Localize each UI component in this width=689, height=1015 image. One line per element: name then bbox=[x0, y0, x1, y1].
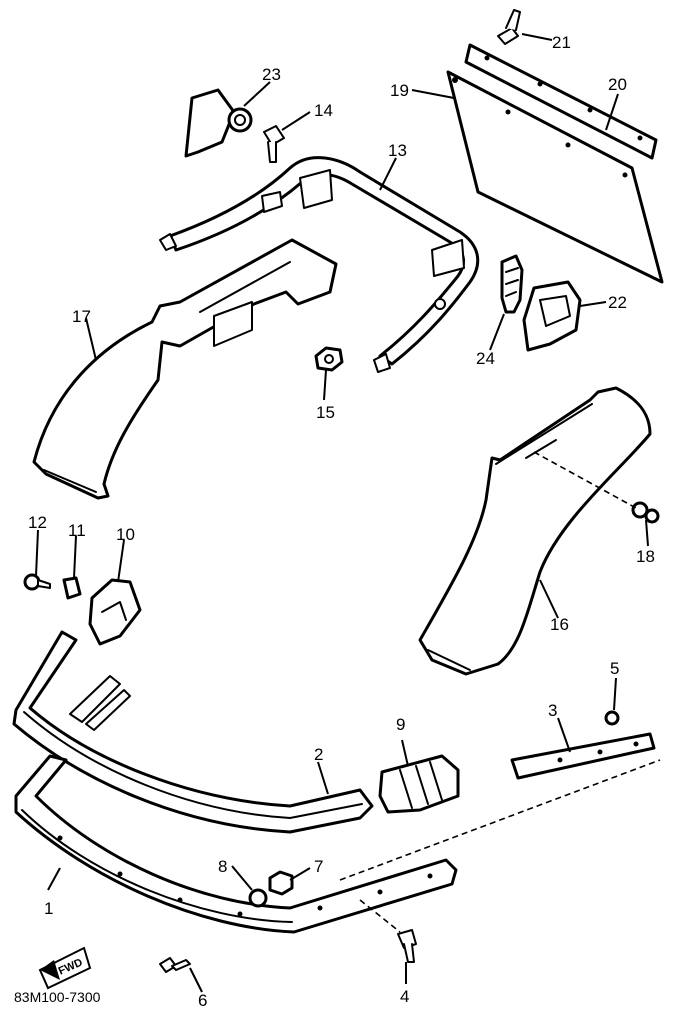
part-20-strip bbox=[464, 43, 658, 160]
callout-15: 15 bbox=[316, 403, 335, 422]
callout-19: 19 bbox=[390, 81, 409, 100]
callout-11: 11 bbox=[68, 521, 86, 540]
part-6-screw bbox=[159, 957, 191, 973]
assembly-line-1 bbox=[339, 759, 661, 881]
part-13-frame bbox=[159, 156, 480, 373]
leader-lines bbox=[35, 33, 649, 993]
part-19-panel bbox=[446, 70, 664, 284]
callouts: 1 2 3 4 5 6 7 8 9 10 11 12 13 14 15 16 1… bbox=[28, 33, 655, 1010]
callout-2: 2 bbox=[314, 745, 323, 764]
part-3-strip bbox=[510, 732, 656, 780]
part-18-grommet bbox=[631, 501, 660, 524]
callout-13: 13 bbox=[388, 141, 407, 160]
callout-7: 7 bbox=[314, 857, 323, 876]
callout-14: 14 bbox=[314, 101, 333, 120]
part-10-mount bbox=[88, 578, 142, 646]
part-11-spacer bbox=[62, 576, 82, 600]
callout-4: 4 bbox=[400, 987, 409, 1006]
part-4-screw bbox=[397, 929, 417, 963]
callout-21: 21 bbox=[552, 33, 571, 52]
drawing-code: 83M100-7300 bbox=[14, 989, 101, 1005]
assembly-line-3 bbox=[359, 899, 401, 933]
callout-8: 8 bbox=[218, 857, 227, 876]
part-16-side-cover bbox=[418, 386, 652, 676]
callout-9: 9 bbox=[396, 715, 405, 734]
part-5-grommet bbox=[604, 710, 620, 726]
part-15-nut bbox=[314, 346, 344, 372]
callout-3: 3 bbox=[548, 701, 557, 720]
part-17-side-cover bbox=[32, 238, 338, 500]
part-12-screw bbox=[23, 573, 51, 591]
callout-6: 6 bbox=[198, 991, 207, 1010]
part-14-bolt bbox=[263, 125, 285, 163]
part-7-nut bbox=[268, 870, 294, 896]
part-8-washer bbox=[248, 888, 268, 908]
part-21-rivet bbox=[497, 9, 521, 45]
callout-10: 10 bbox=[116, 525, 135, 544]
part-2-bumper bbox=[12, 630, 374, 834]
part-22-latch bbox=[522, 280, 582, 352]
callout-23: 23 bbox=[262, 65, 281, 84]
fwd-arrow-icon: FWD bbox=[38, 946, 92, 990]
part-1-rail bbox=[14, 754, 458, 934]
callout-18: 18 bbox=[636, 547, 655, 566]
callout-5: 5 bbox=[610, 659, 619, 678]
callout-20: 20 bbox=[608, 75, 627, 94]
callout-1: 1 bbox=[44, 899, 53, 918]
callout-17: 17 bbox=[72, 307, 91, 326]
callout-16: 16 bbox=[550, 615, 569, 634]
part-9-damper bbox=[378, 754, 460, 814]
callout-24: 24 bbox=[476, 349, 495, 368]
part-24-clip bbox=[500, 254, 524, 314]
callout-12: 12 bbox=[28, 513, 47, 532]
part-23-bracket bbox=[184, 88, 253, 158]
callout-22: 22 bbox=[608, 293, 627, 312]
